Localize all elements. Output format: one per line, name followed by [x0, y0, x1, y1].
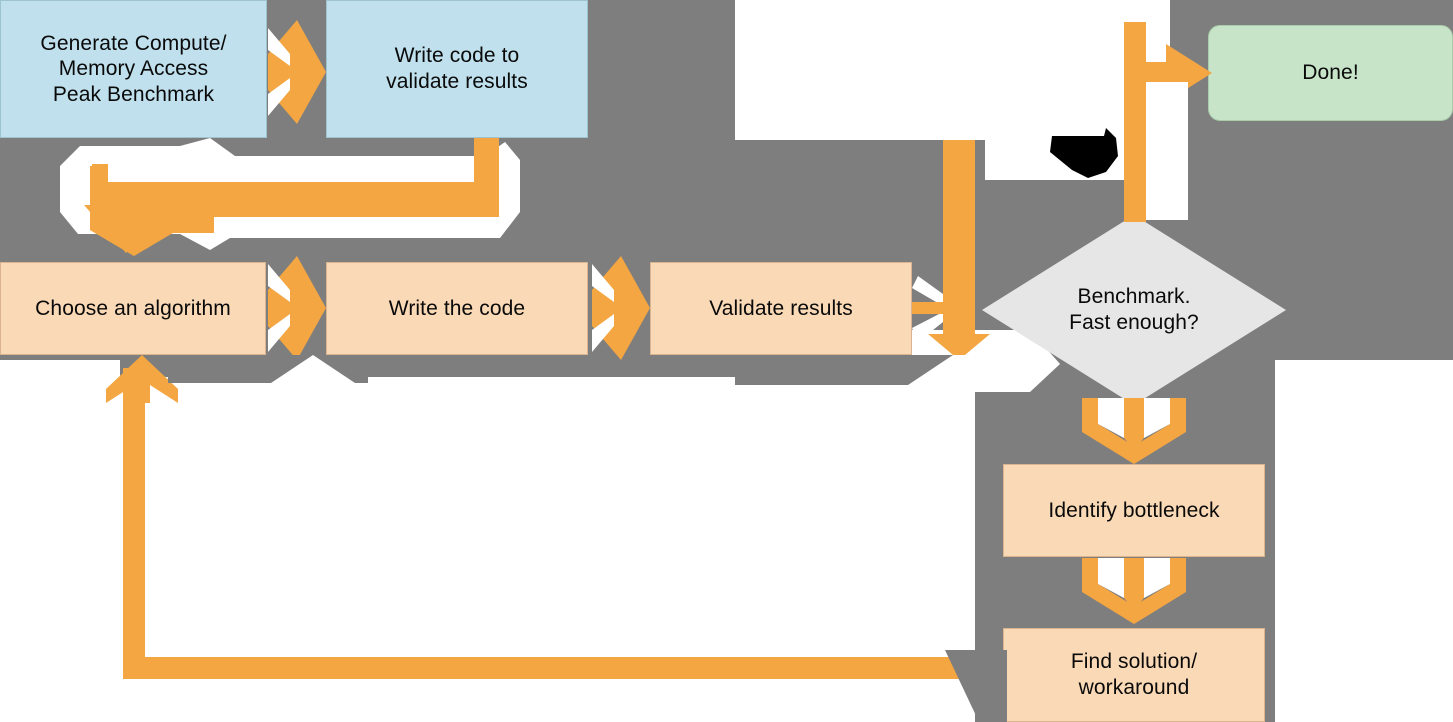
edge-feedback-arrowhead — [106, 355, 178, 403]
background-plate-right-tail — [1275, 300, 1453, 360]
shadow-wedge-find-solution-left — [945, 650, 1007, 722]
notch-below-validate-arrow — [905, 355, 1015, 387]
node-find-solution-label: Find solution/ workaround — [1070, 650, 1198, 699]
node-benchmark-fast-enough-label: Benchmark. Fast enough? — [1069, 285, 1199, 334]
node-write-code-label: Write the code — [388, 296, 526, 320]
node-identify-bottleneck-label: Identify bottleneck — [1048, 498, 1220, 522]
page-gap-left-band — [0, 360, 120, 380]
node-peak-benchmark-label: Generate Compute/ Memory Access Peak Ben… — [40, 31, 227, 106]
node-write-validate-label: Write code to validate results — [386, 44, 528, 93]
edge-benchmark-done-halo — [1146, 82, 1188, 220]
node-find-solution[interactable]: Find solution/ workaround — [1003, 628, 1265, 722]
edge-peak-to-write-validate — [268, 20, 326, 124]
edge-identify-to-find — [1082, 558, 1186, 624]
shadow-wedge-under-validate — [735, 355, 975, 385]
edge-benchmark-to-done-vertical — [1124, 22, 1146, 222]
node-choose-algorithm-label: Choose an algorithm — [35, 296, 231, 320]
node-peak-benchmark[interactable]: Generate Compute/ Memory Access Peak Ben… — [0, 0, 267, 138]
node-choose-algorithm[interactable]: Choose an algorithm — [0, 262, 266, 355]
node-benchmark-fast-enough[interactable]: Benchmark. Fast enough? — [982, 215, 1286, 405]
edge-feedback-horizontal — [123, 657, 1005, 679]
edge-loop-horizontal — [115, 182, 496, 204]
page-gap-top-middle — [735, 0, 1170, 140]
node-done[interactable]: Done! — [1208, 25, 1453, 121]
edge-benchmark-to-identify — [1082, 398, 1186, 464]
edge-write-code-to-validate — [592, 256, 650, 360]
edge-validate-to-benchmark-head — [912, 256, 1008, 360]
page-gap-right-lower — [1275, 360, 1453, 722]
node-write-validate[interactable]: Write code to validate results — [326, 0, 588, 138]
edge-loop-vertical-down — [474, 138, 496, 184]
edge-loop-arrowhead — [84, 205, 168, 253]
node-done-label: Done! — [1302, 61, 1359, 85]
edge-benchmark-to-done-horizontal — [1124, 62, 1188, 84]
edge-feedback-vertical — [123, 368, 145, 679]
yes-label-artifact — [1044, 126, 1122, 184]
node-write-code[interactable]: Write the code — [326, 262, 588, 355]
edge-choose-to-write-code — [268, 256, 326, 360]
node-identify-bottleneck[interactable]: Identify bottleneck — [1003, 464, 1265, 557]
notch-below-choose-arrow — [258, 355, 368, 385]
node-validate-results-label: Validate results — [709, 296, 853, 320]
node-validate-results[interactable]: Validate results — [650, 262, 912, 355]
